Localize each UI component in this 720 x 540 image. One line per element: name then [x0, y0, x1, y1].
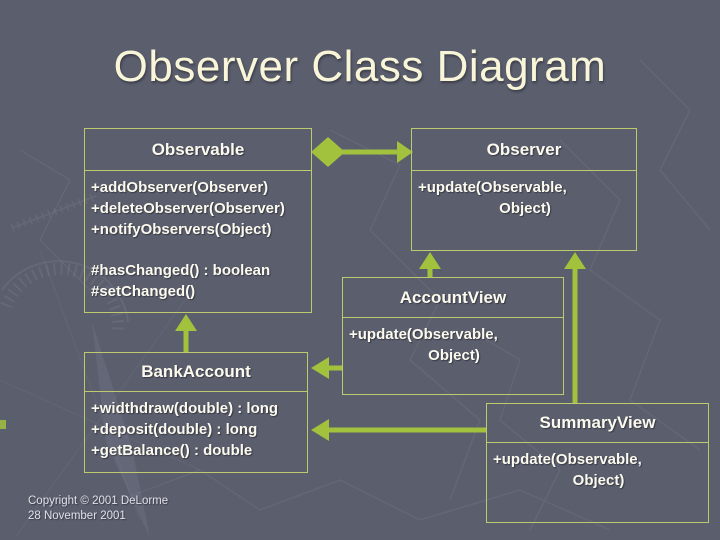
map-watermark-green-mark: [0, 420, 6, 429]
class-box-observer: Observer +update(Observable, Object): [411, 128, 637, 251]
method-line: +deleteObserver(Observer): [91, 200, 285, 217]
class-name-observer: Observer: [412, 129, 636, 171]
class-name-observable: Observable: [85, 129, 311, 171]
method-line: +update(Observable,: [349, 326, 498, 343]
method-line: +widthdraw(double) : long: [91, 400, 279, 417]
class-box-summaryview: SummaryView +update(Observable, Object): [486, 403, 709, 523]
method-line: Object): [428, 347, 480, 364]
method-line: +update(Observable,: [493, 451, 642, 468]
method-line: +deposit(double) : long: [91, 421, 258, 438]
method-line: +notifyObservers(Object): [91, 221, 272, 238]
copyright-footer: Copyright © 2001 DeLorme 28 November 200…: [28, 494, 168, 524]
class-name-accountview: AccountView: [343, 278, 563, 318]
class-box-bankaccount: BankAccount +widthdraw(double) : long +d…: [84, 352, 308, 473]
date-line: 28 November 2001: [28, 510, 126, 522]
arrow-bankaccount-to-observable: [175, 314, 197, 353]
class-box-observable: Observable +addObserver(Observer) +delet…: [84, 128, 312, 313]
arrow-accountview-to-bankaccount: [311, 357, 343, 379]
compass-needle-watermark: [92, 322, 150, 538]
aggregation-arrow-observable-observer: [311, 137, 413, 167]
arrow-summaryview-to-bankaccount: [311, 419, 487, 441]
method-line: Object): [572, 472, 625, 489]
method-line: Object): [499, 200, 551, 217]
method-line: +getBalance() : double: [91, 442, 253, 459]
copyright-line: Copyright © 2001 DeLorme: [28, 495, 169, 507]
class-name-summaryview: SummaryView: [487, 404, 708, 443]
class-box-accountview: AccountView +update(Observable, Object): [342, 277, 564, 395]
method-line: +update(Observable,: [418, 179, 567, 196]
arrow-accountview-to-observer: [419, 252, 441, 278]
aggregation-diamond: [311, 137, 345, 167]
class-name-bankaccount: BankAccount: [85, 353, 307, 392]
method-line: +addObserver(Observer): [91, 179, 269, 196]
method-line: #setChanged(): [91, 283, 196, 300]
arrow-summaryview-to-observer: [564, 252, 586, 404]
page-title: Observer Class Diagram: [113, 42, 607, 91]
method-line: #hasChanged() : boolean: [91, 262, 271, 279]
